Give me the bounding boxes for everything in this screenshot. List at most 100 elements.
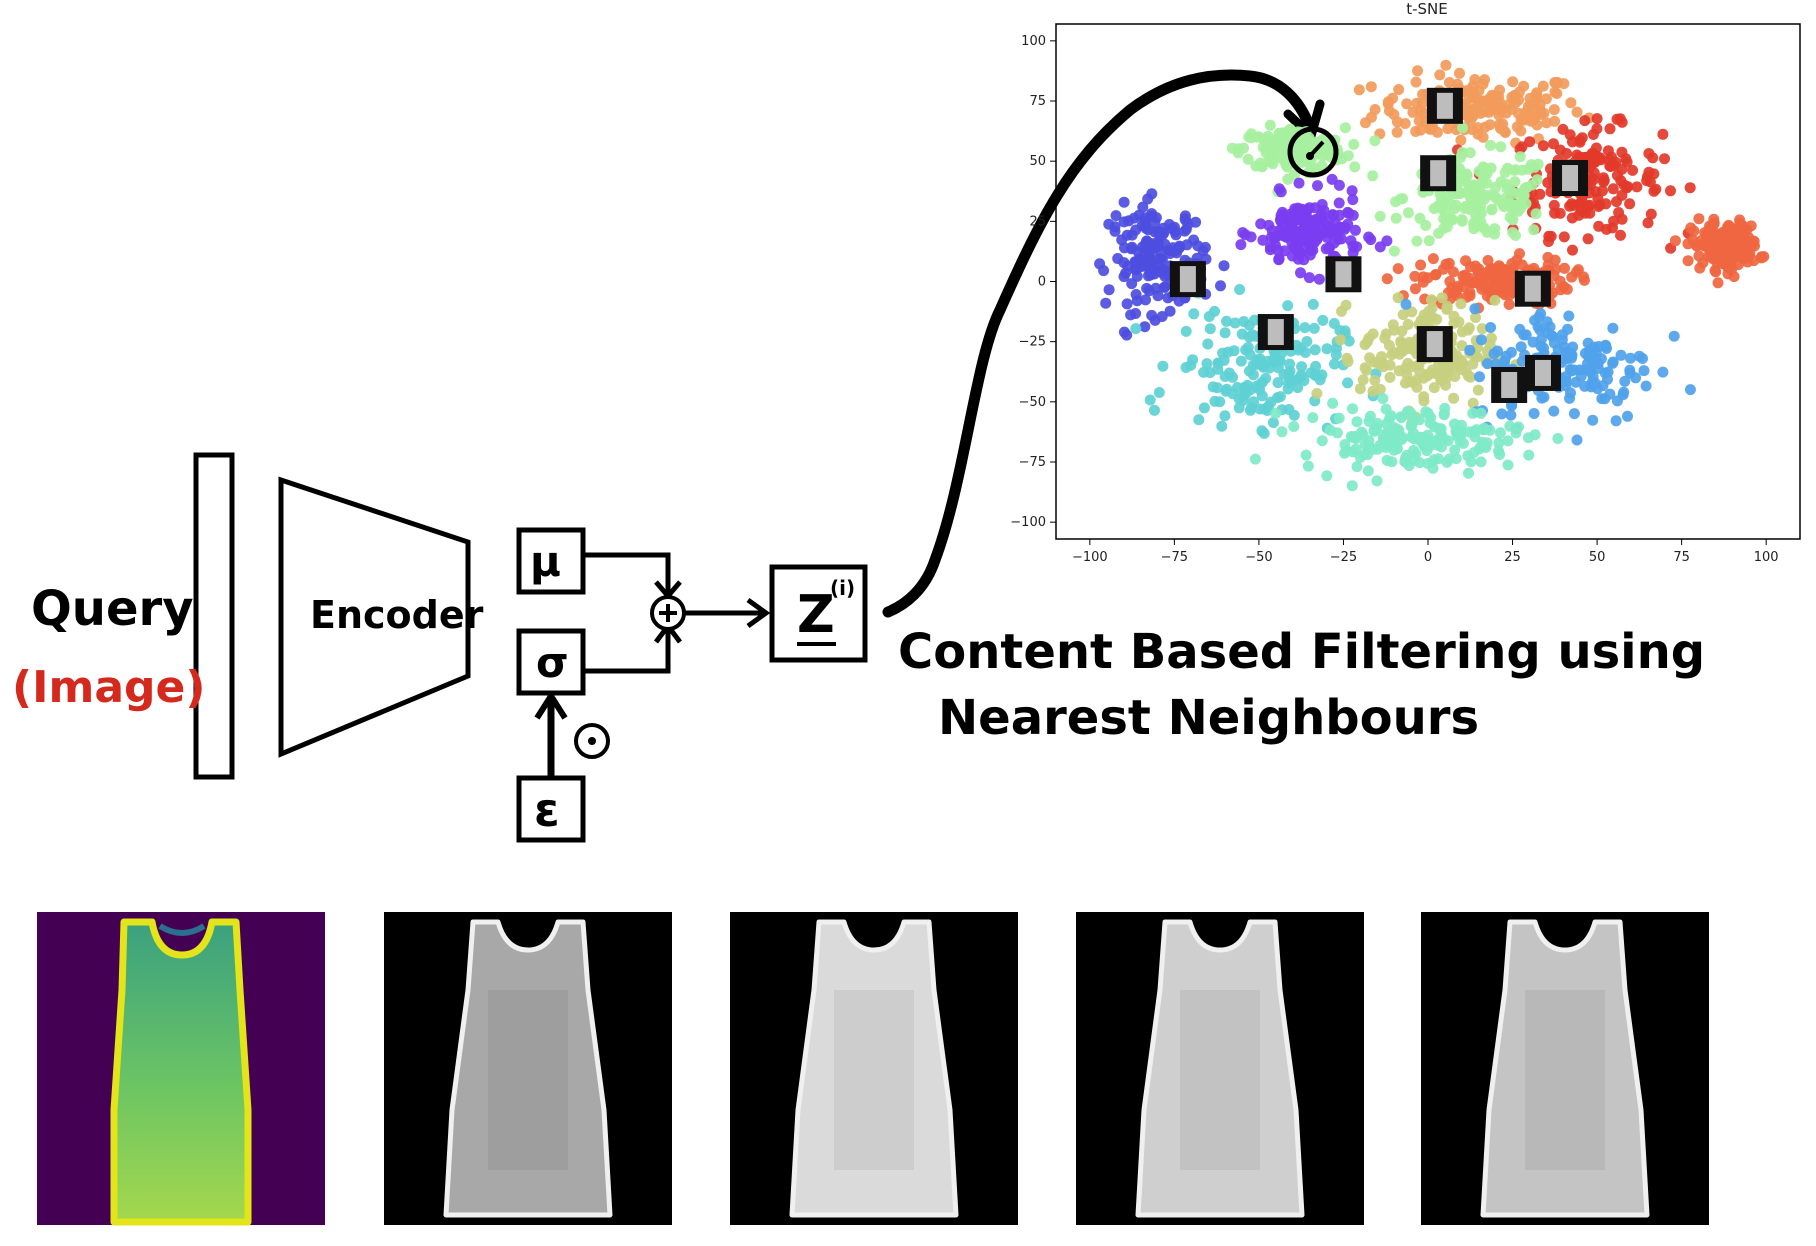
scatter-point (1598, 175, 1610, 186)
cluster-thumbnail (1514, 270, 1551, 307)
scatter-point (1477, 78, 1489, 90)
scatter-point (1440, 59, 1452, 71)
scatter-point (1369, 375, 1381, 386)
scatter-point (1327, 397, 1339, 409)
scatter-point (1139, 215, 1151, 227)
scatter-point (1494, 449, 1506, 460)
scatter-point (1285, 374, 1296, 386)
scatter-point (1567, 244, 1578, 256)
scatter-point (1243, 331, 1255, 343)
scatter-point (1495, 141, 1507, 153)
scatter-point (1203, 311, 1215, 322)
scatter-point (1607, 322, 1619, 334)
scatter-point (1599, 367, 1611, 379)
scatter-point (1228, 345, 1240, 357)
scatter-point (1219, 371, 1231, 382)
scatter-point (1584, 207, 1596, 219)
scatter-point (1447, 214, 1459, 226)
scatter-point (1541, 316, 1553, 328)
scatter-point (1688, 225, 1700, 237)
scatter-point (1528, 408, 1540, 419)
scatter-point (1317, 133, 1329, 145)
scatter-point (1591, 113, 1603, 125)
scatter-point (1188, 234, 1200, 246)
scatter-point (1477, 131, 1489, 143)
scatter-point (1566, 271, 1578, 283)
scatter-point (1558, 231, 1570, 243)
scatter-point (1347, 194, 1359, 206)
scatter-point (1304, 249, 1316, 261)
scatter-point (1523, 432, 1534, 444)
scatter-point (1258, 427, 1270, 439)
scatter-point (1469, 74, 1481, 85)
scatter-point (1441, 303, 1453, 315)
scatter-point (1388, 245, 1400, 257)
scatter-point (1330, 349, 1342, 361)
scatter-point (1473, 205, 1485, 217)
scatter-point (1467, 358, 1479, 370)
scatter-point (1141, 282, 1153, 294)
scatter-point (1430, 269, 1442, 280)
scatter-point (1349, 161, 1361, 173)
scatter-point (1505, 346, 1517, 358)
scatter-point (1346, 185, 1358, 197)
scatter-point (1563, 310, 1575, 322)
scatter-point (1367, 170, 1379, 182)
scatter-point (1234, 284, 1246, 295)
scatter-point (1363, 231, 1375, 243)
plus-icon (659, 604, 677, 622)
scatter-point (1542, 259, 1554, 271)
scatter-point (1575, 205, 1587, 217)
scatter-point (1094, 258, 1106, 270)
scatter-point (1386, 456, 1398, 468)
scatter-point (1425, 294, 1437, 306)
scatter-point (1393, 84, 1405, 95)
scatter-point (1201, 358, 1213, 370)
scatter-point (1316, 435, 1328, 447)
scatter-point (1388, 422, 1400, 433)
scatter-point (1638, 365, 1650, 377)
scatter-point (1293, 177, 1305, 189)
scatter-point (1270, 407, 1282, 419)
query-image (37, 912, 325, 1226)
scatter-point (1302, 460, 1314, 472)
scatter-point (1457, 122, 1468, 134)
scatter-point (1409, 270, 1421, 282)
scatter-point (1428, 454, 1440, 466)
scatter-point (1391, 126, 1403, 138)
scatter-point (1523, 449, 1535, 461)
scatter-point (1477, 436, 1488, 448)
latent-to-tsne-arrow (882, 69, 1316, 618)
scatter-point (1317, 314, 1329, 326)
scatter-point (1299, 322, 1311, 334)
y-tick-label: −50 (1019, 395, 1046, 410)
scatter-point (1180, 362, 1192, 373)
latent-z-box (769, 564, 868, 663)
scatter-point (1706, 230, 1718, 242)
scatter-point (1179, 225, 1191, 237)
elementwise-product-icon (574, 723, 610, 759)
scatter-point (1485, 322, 1497, 333)
scatter-point (1419, 441, 1431, 453)
scatter-point (1561, 283, 1573, 295)
scatter-point (1514, 151, 1526, 163)
caption-line-1: Content Based Filtering using (898, 624, 1705, 680)
scatter-point (1474, 279, 1486, 291)
scatter-point (1359, 439, 1371, 451)
scatter-point (1466, 124, 1478, 136)
scatter-point (1103, 284, 1115, 296)
scatter-point (1538, 107, 1550, 119)
scatter-point (1657, 128, 1669, 140)
scatter-point (1157, 360, 1169, 372)
scatter-point (1242, 153, 1254, 165)
scatter-point (1548, 405, 1560, 417)
scatter-point (1463, 202, 1475, 214)
scatter-point (1513, 86, 1525, 98)
scatter-point (1374, 383, 1386, 395)
scatter-point (1246, 132, 1258, 144)
scatter-point (1622, 410, 1633, 422)
scatter-point (1121, 229, 1133, 241)
scatter-point (1412, 65, 1423, 77)
scatter-point (1418, 395, 1430, 407)
